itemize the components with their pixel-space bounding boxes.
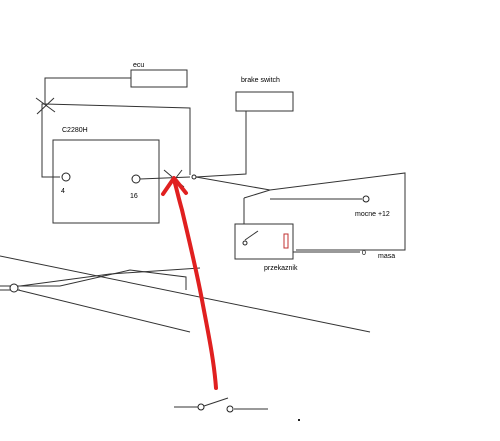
relay-contact [244,230,259,241]
red-arrowhead [161,176,188,196]
junction-terminal [191,174,197,180]
diagonal-wire [9,287,191,333]
ground-pin-label: 0 [362,250,366,257]
pin-16-label: 16 [130,193,138,200]
brake-switch-wire [195,111,247,178]
red-arrow-line [172,178,218,390]
dot-mark [298,419,300,421]
pin-4-label: 4 [61,188,65,195]
relay-box [234,223,294,260]
ground-label: masa [378,253,395,260]
harness-terminal [9,283,19,293]
ecu-box [130,69,188,88]
relay-coil-icon [283,233,289,249]
relay-label: przekaznik [264,265,298,272]
brake-switch-label: brake switch [241,77,280,84]
harness-wire [19,267,201,287]
harness-wire [0,269,187,290]
c2280h-module [52,139,160,224]
power-label: mocne +12 [355,211,390,218]
brake-switch-box [235,91,294,112]
diagonal-wire [0,255,371,333]
ecu-label: ecu [133,62,144,69]
relay-contact-pin [242,240,248,246]
cross-mark [36,97,55,115]
switch-blade [203,397,229,407]
pin-4-terminal [61,172,71,182]
power-terminal [362,195,370,203]
module-label: C2280H [62,127,88,134]
cross-mark [35,97,56,113]
ecu-wire [44,77,131,104]
pin16-wire [139,176,191,180]
switch-contact-left [197,403,205,411]
switch-contact-right [226,405,234,413]
power-loop-wire [195,172,406,251]
pin-16-terminal [131,174,141,184]
ecu-to-junction-wire [44,103,191,175]
relay-feed-wire [243,189,271,199]
